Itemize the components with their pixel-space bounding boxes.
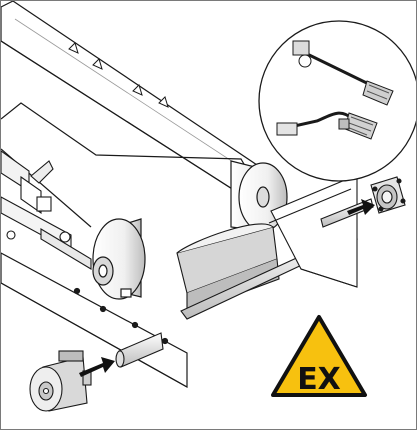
tail-drum-front — [92, 218, 146, 300]
warning-sign-text: EX — [297, 362, 341, 397]
explosion-warning-sign: EX — [271, 315, 367, 397]
arrow-icon — [347, 199, 375, 215]
drive-shaft — [115, 332, 164, 368]
bearing-flange — [370, 176, 406, 214]
left-frame-structure — [1, 150, 92, 270]
magnifier-detail-icon — [258, 20, 416, 182]
motor-unit — [29, 350, 92, 412]
arrow-icon — [79, 357, 115, 377]
side-rail — [180, 174, 374, 320]
belt-cleats — [68, 42, 169, 108]
